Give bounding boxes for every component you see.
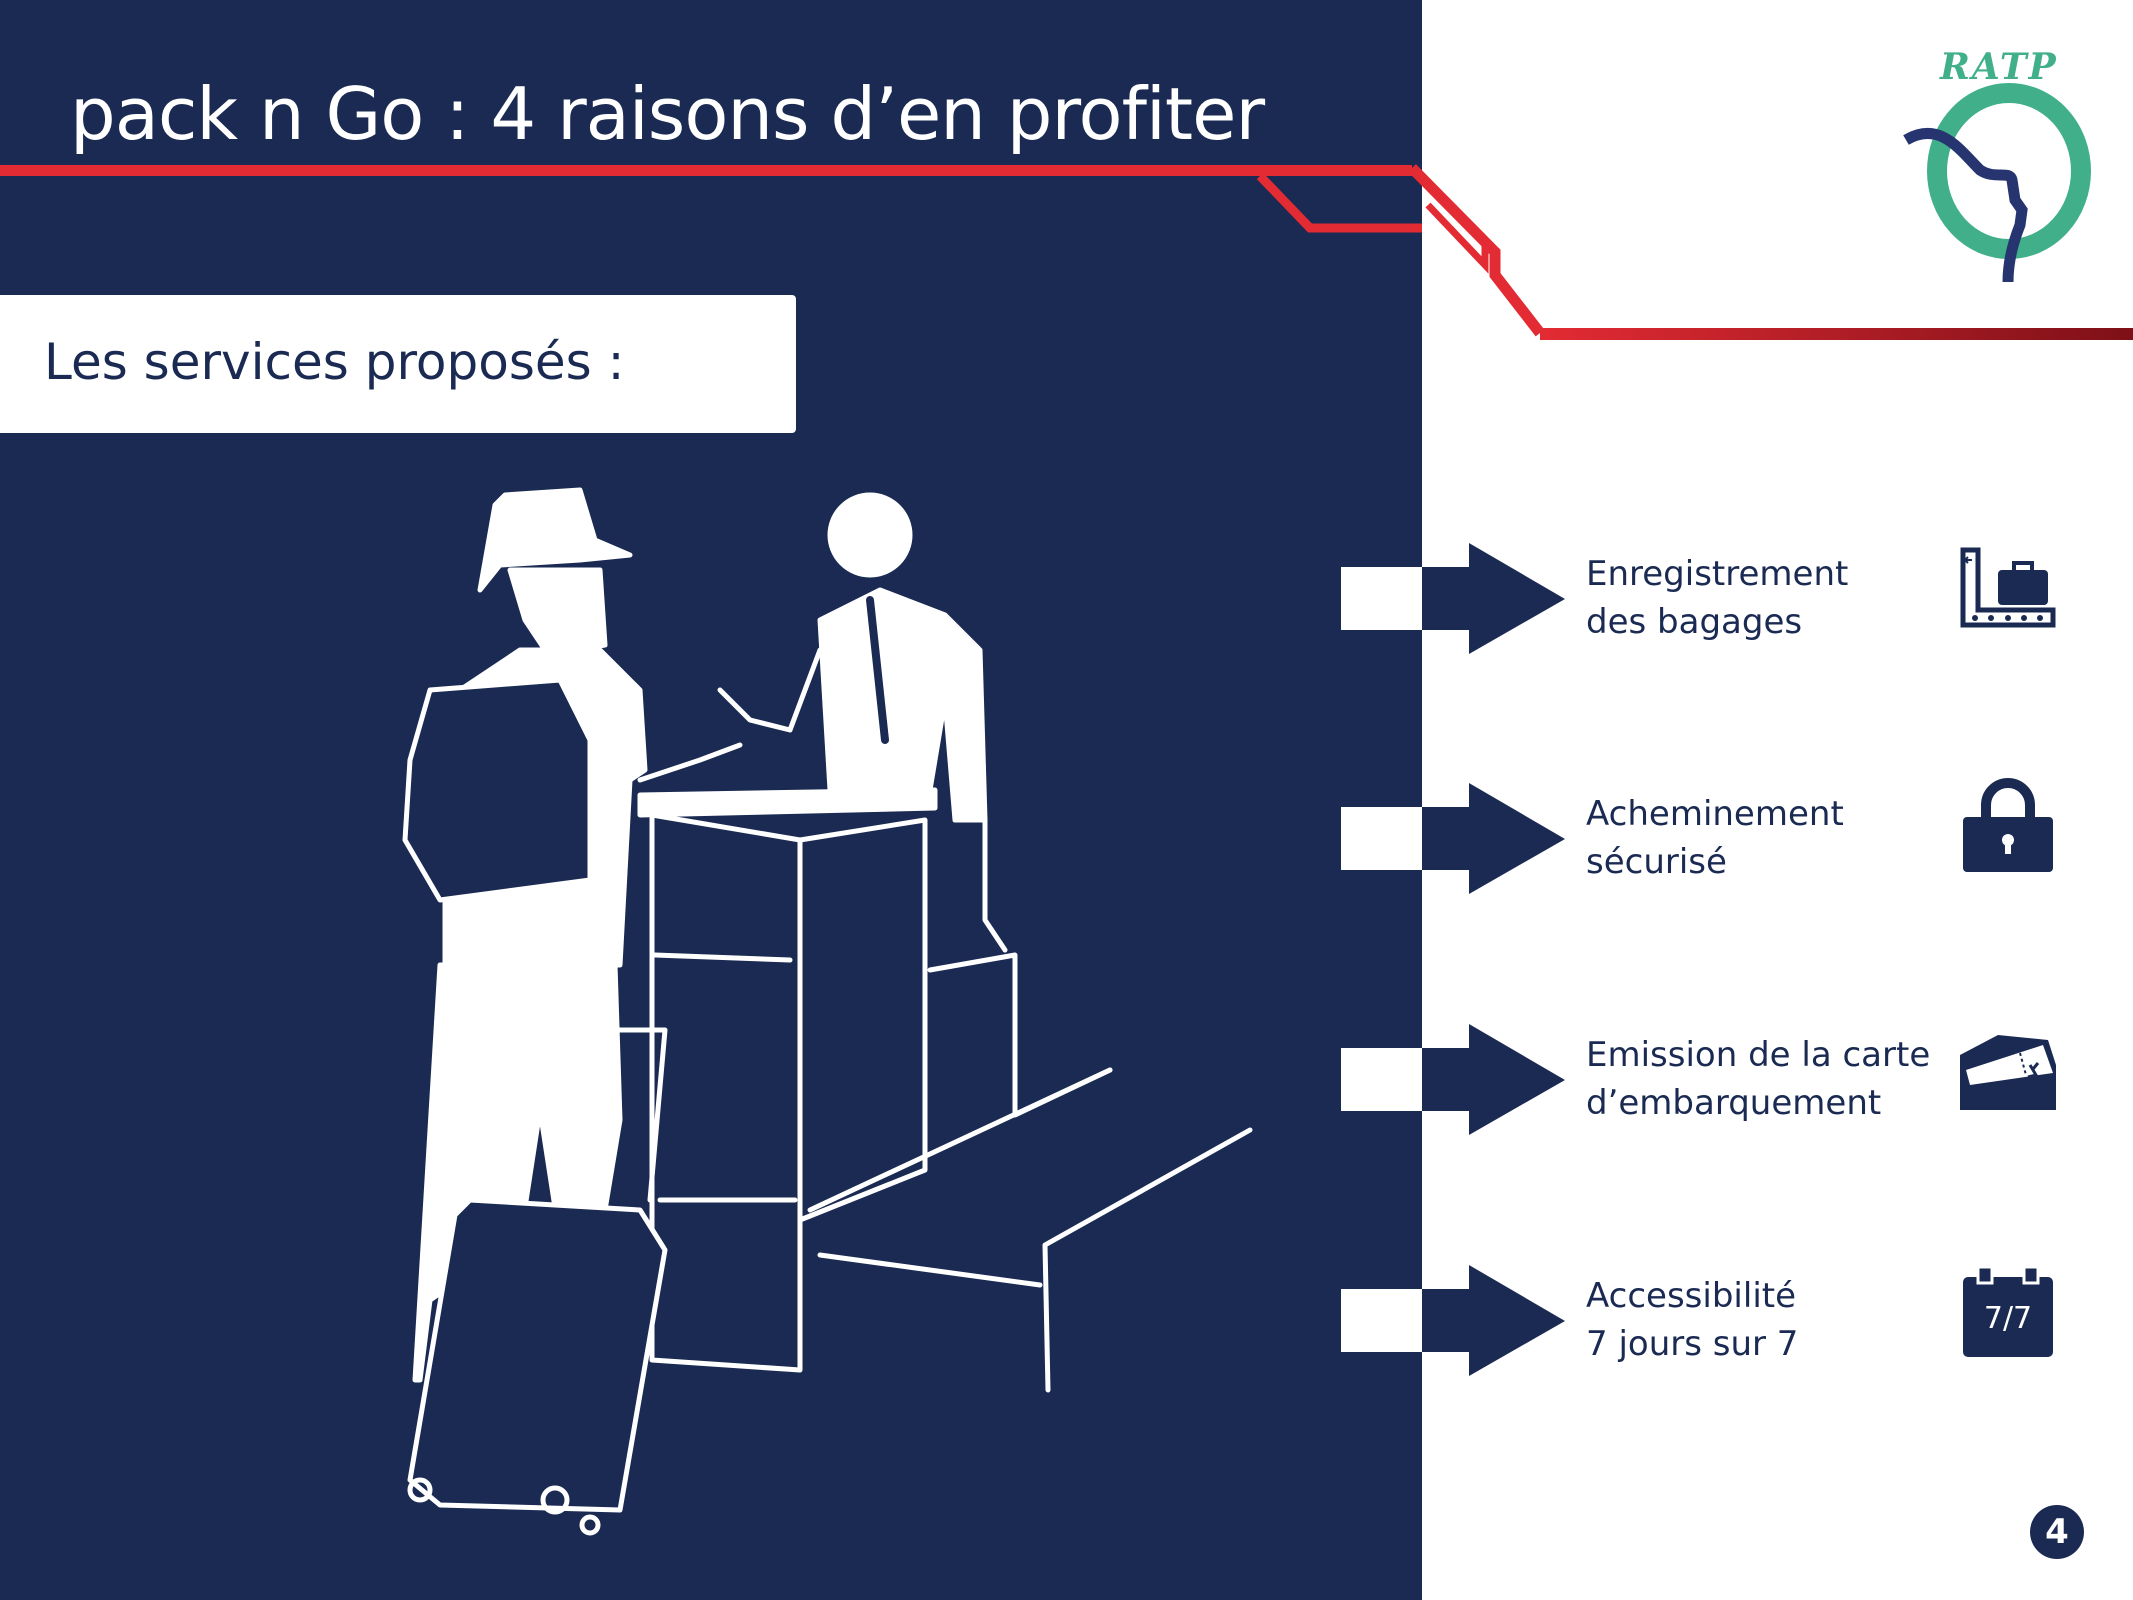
service-item-accessibility: Accessibilité 7 jours sur 7 (1586, 1272, 1798, 1368)
arrow-3 (1341, 1024, 1565, 1135)
service-line: Accessibilité (1586, 1276, 1797, 1316)
service-item-baggage: Enregistrement des bagages (1586, 550, 1848, 646)
service-line: Emission de la carte (1586, 1035, 1931, 1075)
arrow-1 (1341, 543, 1565, 654)
calendar-7-7-icon: 7/7 (1963, 1265, 2053, 1357)
page-number: 4 (2030, 1505, 2084, 1559)
boarding-pass-icon (1960, 1035, 2056, 1110)
services-heading: Les services proposés : (44, 333, 625, 391)
services-heading-box: Les services proposés : (0, 295, 796, 433)
arrow-2 (1341, 783, 1565, 894)
check-in-counter-illustration (402, 487, 1253, 1536)
service-line: 7 jours sur 7 (1586, 1324, 1799, 1364)
service-line: sécurisé (1586, 842, 1727, 882)
service-line: des bagages (1586, 602, 1803, 642)
service-item-boarding-pass: Emission de la carte d’embarquement (1586, 1031, 1930, 1127)
ratp-logo-emblem (1903, 83, 2091, 283)
service-line: Enregistrement (1586, 554, 1849, 594)
calendar-label: 7/7 (1984, 1301, 2032, 1336)
logo-wordmark: RATP (1940, 46, 2058, 88)
baggage-conveyor-icon (1960, 547, 2056, 628)
service-item-secure: Acheminement sécurisé (1586, 790, 1844, 886)
page-title: pack n Go : 4 raisons d’en profiter (70, 72, 1265, 156)
service-line: Acheminement (1586, 794, 1844, 834)
padlock-icon (1963, 778, 2053, 872)
arrow-4 (1341, 1265, 1565, 1376)
service-line: d’embarquement (1586, 1083, 1882, 1123)
